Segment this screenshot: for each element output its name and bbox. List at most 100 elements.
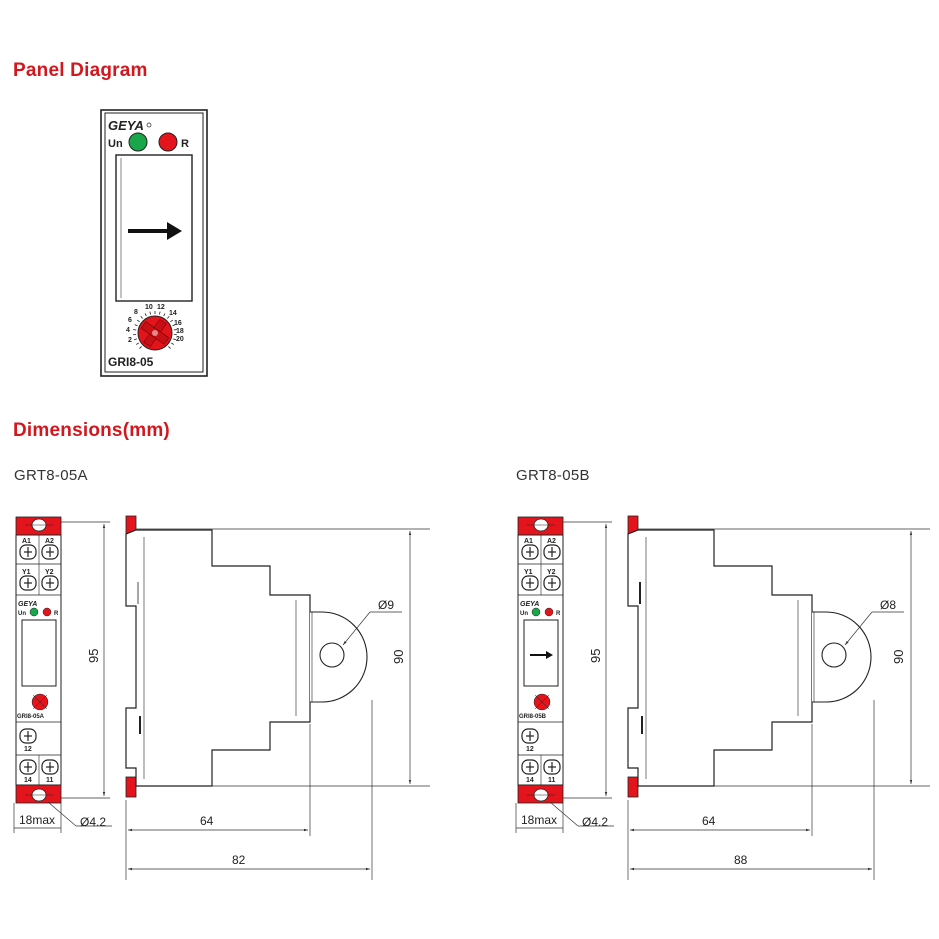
led-un-label: Un [108, 138, 123, 150]
dial-scale-label: 20 [176, 336, 184, 343]
ring-hole-icon [821, 642, 847, 668]
side-view-a [125, 515, 368, 798]
front-view-a: A1 A2 Y1 Y2 GEYA Un R GRI8-05A [15, 516, 62, 804]
brand-logo: GEYA [108, 118, 144, 133]
panel-front: GEYA Un R 2 4 6 8 10 12 14 16 18 2 [100, 109, 208, 377]
dial-tick [168, 346, 171, 349]
dial-scale-label: 6 [128, 317, 132, 324]
dial-scale-label: 14 [169, 310, 177, 317]
timer-dial[interactable] [137, 315, 173, 351]
terminal-label: 11 [548, 777, 556, 784]
red-led-icon [544, 607, 554, 617]
dial-tick [134, 324, 138, 327]
mini-led-un-label: Un [520, 611, 528, 617]
dial-scale-label: 8 [134, 309, 138, 316]
dial-ticks [133, 311, 177, 349]
front-dimensions-b [515, 521, 614, 833]
green-led-icon [531, 607, 541, 617]
terminal-label: 14 [24, 777, 32, 784]
mini-led-r-label: R [556, 611, 561, 617]
dial-tick [172, 338, 177, 341]
dial-tick [136, 342, 140, 345]
dial-scale-label: 2 [128, 337, 132, 344]
arrow-right-icon [546, 651, 553, 659]
red-led-icon [42, 607, 52, 617]
variant-a-label: GRT8-05A [14, 467, 88, 484]
terminal-label: Y2 [547, 569, 556, 576]
variant-b-label: GRT8-05B [516, 467, 590, 484]
dim-ring: Ø8 [880, 598, 896, 612]
green-led-icon [128, 132, 148, 152]
dim-ring: Ø9 [378, 598, 394, 612]
terminal-label: Y1 [524, 569, 533, 576]
terminal-label: Y1 [22, 569, 31, 576]
panel-diagram-title: Panel Diagram [13, 60, 148, 81]
dim-depth-outer: 82 [232, 853, 246, 867]
red-led-icon [158, 132, 178, 152]
dial-tick [139, 346, 142, 349]
dial-tick [144, 313, 147, 317]
mini-led-r-label: R [54, 611, 59, 617]
dim-depth-inner: 64 [200, 814, 214, 828]
side-dimensions-a [125, 528, 430, 880]
terminal-label: 12 [526, 746, 534, 753]
dimensions-title: Dimensions(mm) [13, 420, 170, 441]
dim-depth-inner: 64 [702, 814, 716, 828]
terminal-screws-top [19, 544, 59, 591]
dial-scale-label: 18 [176, 328, 184, 335]
ring-hole-icon [319, 642, 345, 668]
terminal-screws-top [521, 544, 561, 591]
arrow-right-icon [167, 222, 182, 240]
mini-display-window [21, 619, 57, 687]
dial-scale-label: 4 [126, 327, 130, 334]
dim-height-95: 95 [86, 649, 101, 663]
side-dimensions-b [627, 528, 930, 880]
dial-scale-label: 12 [157, 304, 165, 311]
dial-scale-label: 16 [174, 320, 182, 327]
led-r-label: R [181, 138, 189, 150]
dial-tick [163, 313, 166, 317]
front-dimensions-a [13, 521, 112, 833]
dim-side-height-90: 90 [391, 650, 406, 664]
terminal-label: 12 [24, 746, 32, 753]
green-led-icon [29, 607, 39, 617]
side-clip-bottom [627, 776, 639, 798]
dim-hole: Ø4.2 [582, 815, 608, 829]
mini-led-un-label: Un [18, 611, 26, 617]
terminal-label: A2 [45, 538, 54, 545]
dial-tick [133, 338, 138, 341]
dim-side-height-90: 90 [891, 650, 906, 664]
dial-tick [170, 342, 174, 345]
dim-depth-outer: 88 [734, 853, 748, 867]
dial-tick [167, 316, 170, 319]
terminal-label: 14 [526, 777, 534, 784]
terminal-screws-bottom [521, 728, 561, 775]
dial-tick [136, 319, 140, 323]
terminal-label: 11 [46, 777, 54, 784]
mini-brand-logo: GEYA [18, 601, 37, 608]
dial-tick [170, 319, 174, 323]
terminal-label: A1 [524, 538, 533, 545]
mini-display-window [523, 619, 559, 687]
mini-model-label: GRI8-05B [519, 714, 547, 720]
front-view-b: A1 A2 Y1 Y2 GEYA Un R GRI8-05B [517, 516, 564, 804]
dim-width-18max: 18max [19, 813, 55, 827]
dial-tick [149, 311, 151, 315]
dial-tick [140, 316, 143, 319]
terminal-label: A1 [22, 538, 31, 545]
dim-hole: Ø4.2 [80, 815, 106, 829]
dim-width-18max: 18max [521, 813, 557, 827]
terminal-screws-bottom [19, 728, 59, 775]
mini-model-label: GRI8-05A [17, 714, 45, 720]
terminal-label: Y2 [45, 569, 54, 576]
display-window [115, 154, 193, 302]
dim-height-95: 95 [588, 649, 603, 663]
panel-model-label: GRI8-05 [108, 355, 154, 369]
dial-scale-label: 10 [145, 304, 153, 311]
side-clip-bottom [125, 776, 137, 798]
side-view-b [627, 515, 872, 798]
terminal-label: A2 [547, 538, 556, 545]
